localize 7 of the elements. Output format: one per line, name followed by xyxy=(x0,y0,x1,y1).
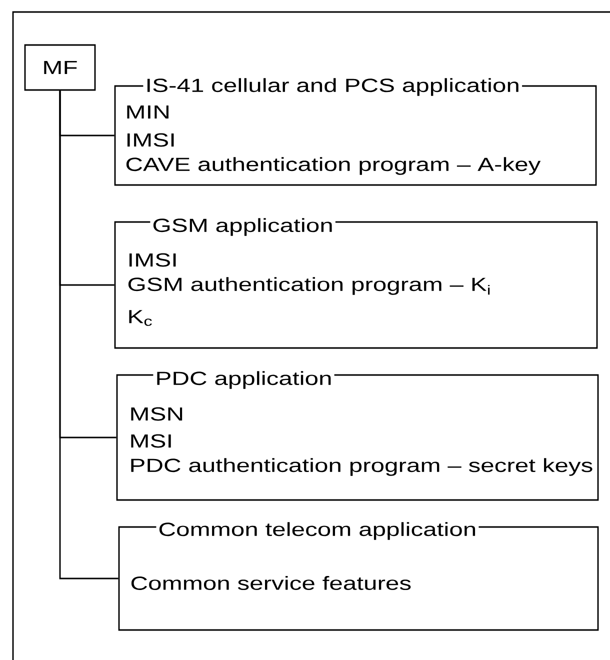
label-box: MF xyxy=(24,44,96,91)
application-box: IS-41 cellular and PCS application MIN IMSI CAVE authentication program – A-key xyxy=(114,77,597,186)
application-box: PDC application MSN MSI PDC authentication program – secret keys xyxy=(116,370,599,501)
application-box: Common telecom application Common service features xyxy=(118,521,599,631)
application-box: GSM application IMSI GSM authentication program – K$_{i}$ K$_{c}$ xyxy=(114,217,598,349)
connector-line xyxy=(59,90,118,580)
frame-box xyxy=(12,11,610,660)
